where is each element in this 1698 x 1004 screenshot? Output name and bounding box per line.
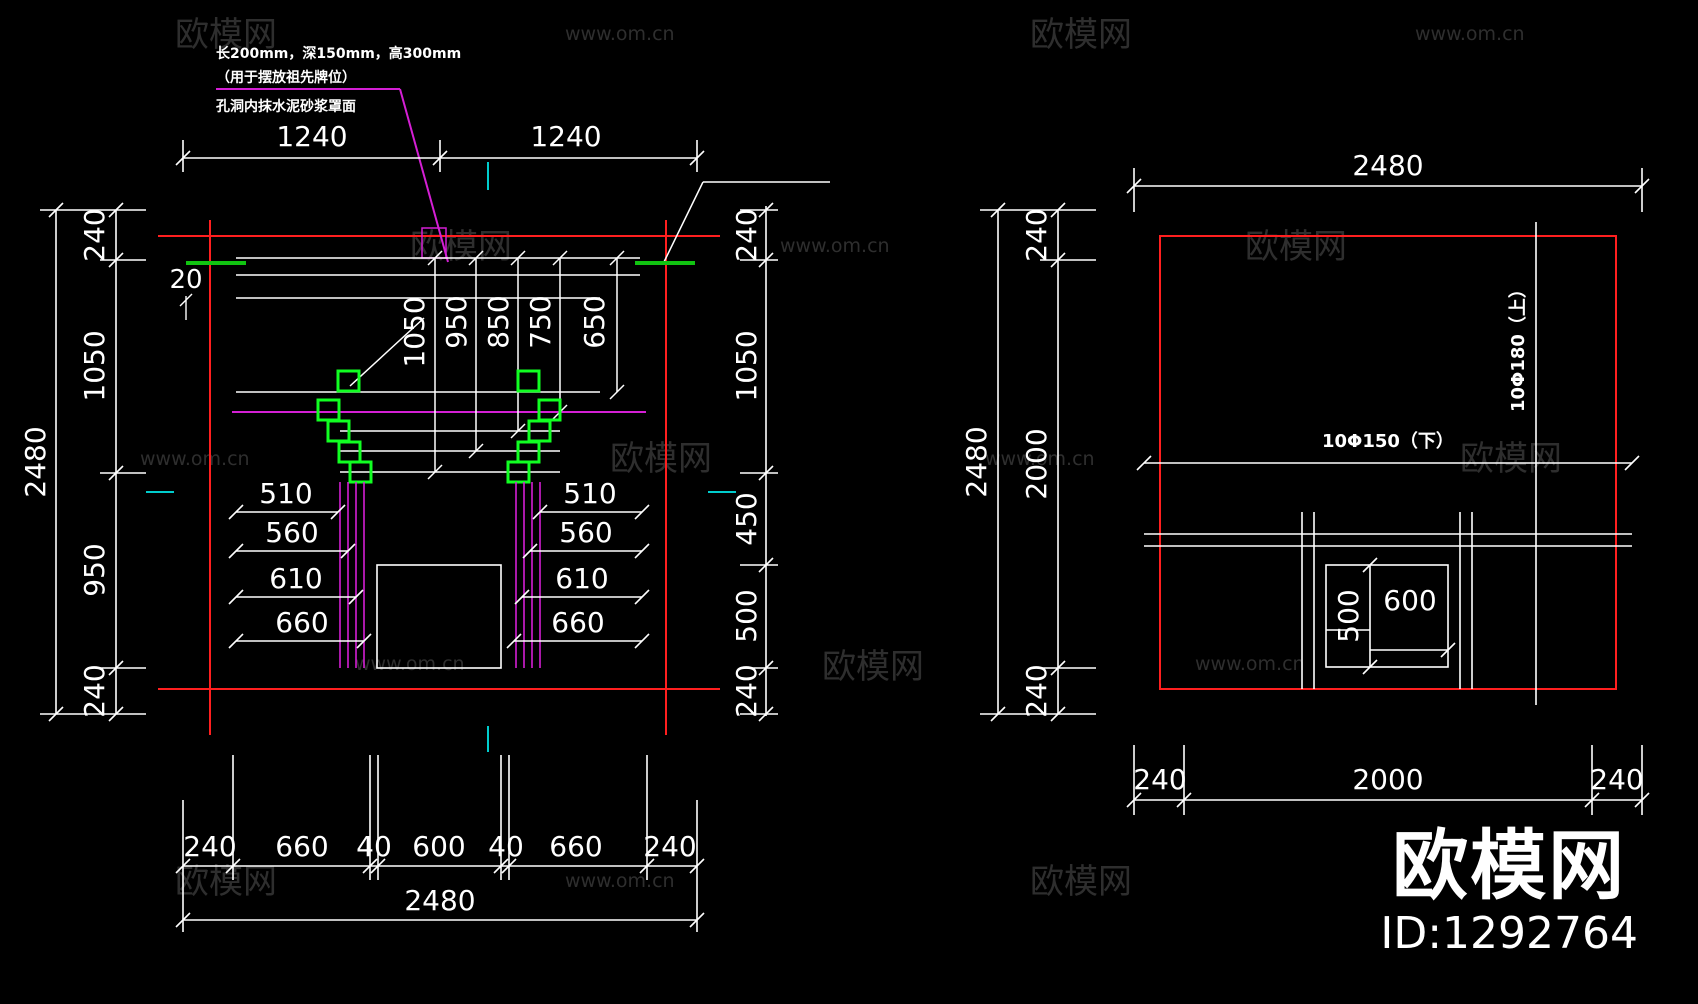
model-id: ID:1292764 [1380,908,1638,959]
watermark-url: www.om.cn [985,448,1095,470]
bottom-dim-660-right: 660 [549,830,602,863]
bottom-dim-600: 600 [412,830,465,863]
left-dim-950: 950 [78,543,111,596]
right-width-560: 560 [559,516,612,549]
watermark-brand: 欧模网 [610,439,712,479]
left-dim-240-top: 240 [78,208,111,261]
right-width-510: 510 [563,477,616,510]
brand-logo: 欧模网 ID:1292764 [1380,828,1638,956]
watermark-url: www.om.cn [355,653,465,675]
watermark-brand: 欧模网 [1460,439,1562,479]
watermark-url: www.om.cn [780,235,890,257]
watermark-layer: 欧模网 www.om.cn 欧模网 www.om.cn 欧模网 www.om.c… [140,15,1562,902]
bottom-dim-660-left: 660 [275,830,328,863]
inner-dim-950: 950 [440,295,473,348]
plan-left-2000: 2000 [1020,428,1053,499]
right-dim-240-top: 240 [730,208,763,261]
watermark-brand: 欧模网 [1030,15,1132,55]
left-total-dim: 2480 [19,426,52,497]
brand-name: 欧模网 [1392,821,1627,910]
watermark-url: www.om.cn [140,448,250,470]
plan-top-total: 2480 [1352,149,1423,182]
inner-dim-850: 850 [482,295,515,348]
rebar-bottom-label: 10Φ150（下） [1322,431,1454,452]
plan-left-240-top: 240 [1020,208,1053,261]
right-plan-drawing: 2480 2480 240 2000 240 [960,149,1650,815]
right-dim-500: 500 [730,589,763,642]
watermark-brand: 欧模网 [822,647,924,687]
top-dim-left: 1240 [276,120,347,153]
rebar-top-label: 10Φ180（上） [1508,280,1529,412]
bottom-dim-40-left: 40 [356,830,392,863]
watermark-brand: 欧模网 [175,862,277,902]
opening-height: 500 [1332,589,1365,642]
right-width-660: 660 [551,606,604,639]
watermark-brand: 欧模网 [1245,227,1347,267]
bottom-dim-240-right: 240 [643,830,696,863]
watermark-url: www.om.cn [1195,653,1305,675]
left-dim-240-bottom: 240 [78,664,111,717]
right-dim-1050: 1050 [730,330,763,401]
watermark-url: www.om.cn [565,23,675,45]
watermark-brand: 欧模网 [1030,862,1132,902]
plan-bottom-2000: 2000 [1352,763,1423,796]
right-width-610: 610 [555,562,608,595]
plan-bottom-240-left: 240 [1133,763,1186,796]
watermark-brand: 欧模网 [410,227,512,267]
bottom-dim-40-right: 40 [488,830,524,863]
right-dim-240-bottom: 240 [730,664,763,717]
inner-dim-650: 650 [578,295,611,348]
dim-20: 20 [169,265,202,295]
inner-dim-1050: 1050 [398,296,431,367]
watermark-brand: 欧模网 [175,15,277,55]
bottom-dim-240-left: 240 [183,830,236,863]
plan-left-240-bottom: 240 [1020,664,1053,717]
bottom-total-dim: 2480 [404,884,475,917]
plan-left-total: 2480 [960,426,993,497]
left-width-560: 560 [265,516,318,549]
top-dim-right: 1240 [530,120,601,153]
watermark-url: www.om.cn [565,870,675,892]
left-width-610: 610 [269,562,322,595]
left-dim-1050: 1050 [78,330,111,401]
note-niche-finish: 孔洞内抹水泥砂浆罩面 [216,98,356,115]
inner-dim-750: 750 [524,295,557,348]
right-dim-450: 450 [730,492,763,545]
left-width-660: 660 [275,606,328,639]
watermark-url: www.om.cn [1415,23,1525,45]
note-niche-use: （用于摆放祖先牌位） [216,69,356,86]
opening-width: 600 [1383,584,1436,617]
note-niche-size: 长200mm，深150mm，高300mm [216,45,461,62]
left-width-510: 510 [259,477,312,510]
plan-bottom-240-right: 240 [1590,763,1643,796]
left-elevation-drawing: 长200mm，深150mm，高300mm （用于摆放祖先牌位） 孔洞内抹水泥砂浆… [19,45,830,932]
